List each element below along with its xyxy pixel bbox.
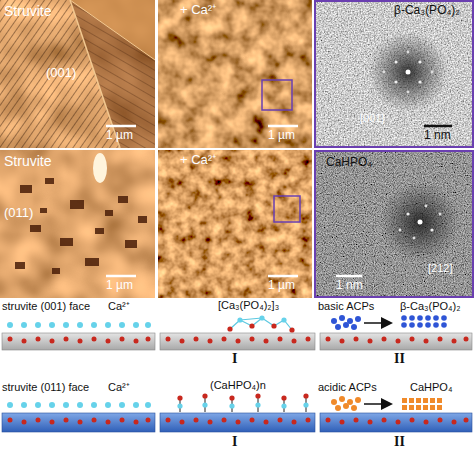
panel-label: + Ca²⁺ [180, 153, 216, 168]
schematic-label: CaHPO₄ [410, 381, 452, 394]
panel-label: 1 µm [268, 129, 295, 143]
panel-label: (001) [46, 66, 76, 81]
schematic-label: Ca²⁺ [108, 300, 130, 313]
stage-numeral: I [232, 351, 237, 367]
schematic-label: β-Ca₃(PO₄)₂ [400, 300, 461, 313]
panel-label: [212] [428, 262, 452, 275]
afm-image [158, 150, 312, 298]
panel-label: 1 µm [106, 129, 133, 143]
afm-image [0, 0, 155, 148]
image-panel: + Ca²⁺ 1 µm [158, 150, 312, 298]
panel-label: 1 µm [106, 279, 133, 293]
panel-label: 1 nm [424, 129, 451, 143]
image-panel: + Ca²⁺ 1 µm [158, 0, 312, 148]
afm-image [158, 0, 312, 148]
image-panel: β-Ca₃(PO₄)₂ [001] 1 nm [314, 0, 474, 148]
stage-numeral: II [394, 434, 405, 450]
schematic-label: (CaHPO₄)n [210, 379, 266, 392]
schematic-label: basic ACPs [318, 300, 374, 313]
stage-numeral: I [232, 434, 237, 450]
panel-label: Struvite [4, 3, 51, 19]
panel-label: CaHPO₄ [326, 156, 372, 170]
image-panel: Struvite (011) 1 µm [0, 150, 155, 298]
panel-label: 1 nm [336, 279, 363, 293]
schematic-label: Ca²⁺ [108, 381, 130, 394]
stage-numeral: II [394, 351, 405, 367]
afm-image [0, 150, 155, 298]
schematic-label: struvite (011) face [2, 381, 89, 394]
schematic-label: struvite (001) face [2, 300, 90, 313]
panel-label: + Ca²⁺ [180, 3, 216, 18]
panel-label: β-Ca₃(PO₄)₂ [394, 4, 460, 18]
schematic-011 [2, 393, 472, 432]
image-panel: Struvite (001) 1 µm [0, 0, 155, 148]
panel-label: Struvite [4, 153, 51, 169]
image-panel: CaHPO₄ [212] 1 nm [314, 150, 474, 298]
schematic-label: [Ca₃(PO₄)₂]₃ [218, 299, 279, 312]
panel-label: [001] [360, 112, 384, 125]
panel-label: 1 µm [268, 279, 295, 293]
schematic-label: acidic ACPs [318, 381, 377, 394]
hrtem-image [314, 0, 474, 148]
hrtem-image [314, 150, 474, 298]
schematic-001 [2, 315, 472, 350]
panel-label: (011) [4, 206, 33, 221]
